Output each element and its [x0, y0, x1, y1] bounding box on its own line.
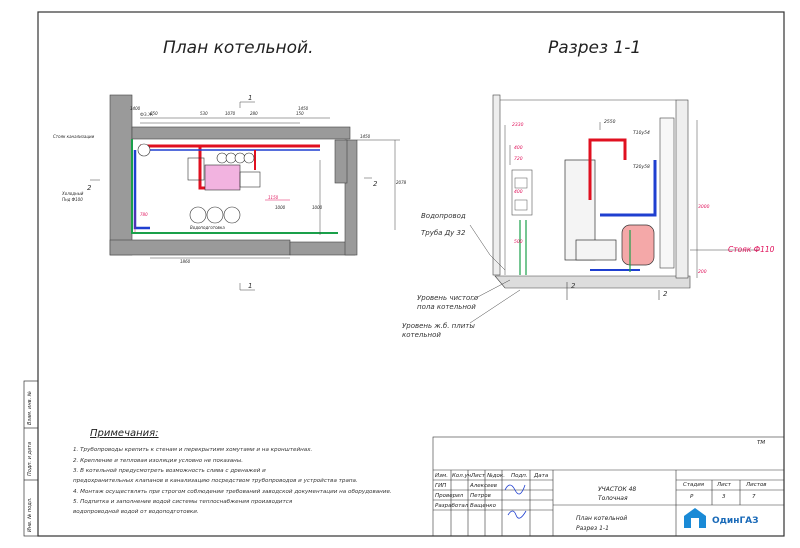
- plan-dim: 150: [296, 111, 304, 116]
- stamp-person: Петров: [470, 493, 491, 499]
- stamp-object-1: УЧАСТОК 48: [598, 486, 637, 493]
- plan-axis-mark-left: 2: [87, 184, 92, 192]
- notes-title: Примечания:: [90, 428, 159, 439]
- stamp-role: Разработал: [435, 503, 469, 509]
- note-item: 1. Трубопроводы крепить к стенам и перек…: [73, 447, 313, 453]
- plan-dim: 650: [150, 111, 158, 116]
- section-dim: 720: [514, 157, 523, 162]
- margin-podp: Подп. и дата: [27, 441, 33, 476]
- section-dim: 3000: [698, 205, 710, 210]
- stamp-role: Проверил: [435, 493, 464, 499]
- note-item: предохранительных клапанов в канализацию…: [73, 478, 358, 484]
- plan-dim: 1450: [360, 134, 371, 139]
- section-dim: 500: [514, 240, 523, 245]
- margin-vzam: Взам. инв. №: [27, 391, 33, 425]
- section-mark-left: 2: [571, 282, 576, 290]
- stamp-person: Ващенко: [470, 503, 496, 509]
- stamp-tm: ТМ: [757, 440, 766, 446]
- plan-dim: 1150: [268, 195, 279, 200]
- section-label-stoyak: Стояк Ф110: [728, 245, 775, 254]
- plan-section-mark-bottom: 1: [248, 282, 253, 290]
- stamp-col-sheet: Лист: [717, 482, 731, 488]
- plan-section-mark-top: 1: [248, 94, 253, 102]
- stamp-object-2: Толочная: [598, 495, 628, 502]
- section-mark-right: 2: [663, 290, 668, 298]
- plan-dim: 1070: [225, 111, 236, 116]
- stamp-col-sheets: Листов: [746, 482, 767, 488]
- stamp-person: Алексеев: [470, 483, 498, 489]
- stamp-header: Подп.: [511, 473, 528, 479]
- plan-dim: 1400: [130, 106, 141, 111]
- section-dim: 2550: [604, 120, 616, 125]
- section-label-uroven-2a: Уровень ж.б. плиты: [402, 322, 475, 330]
- title-block: [432, 436, 785, 537]
- section-label-vodoprovod: Водопровод: [421, 212, 466, 220]
- margin-inv: Инв. № подл.: [27, 497, 33, 533]
- section-label-truba: Труба Ду 32: [421, 229, 466, 237]
- plan-label-vodopodgotovka: Водоподготовка: [190, 225, 225, 230]
- plan-label-pnd: Пнд Ф100: [62, 197, 83, 202]
- section-label-t1: Т10у54: [633, 131, 650, 136]
- stamp-drawing-1: План котельной: [576, 515, 628, 522]
- signature-marks: [504, 484, 527, 519]
- plan-title: План котельной.: [163, 38, 314, 58]
- stamp-header: Дата: [534, 473, 549, 479]
- section-dim: 200: [698, 270, 707, 275]
- plan-dim: 1000: [312, 205, 323, 210]
- section-label-uroven-2b: котельной: [402, 331, 441, 339]
- note-item: 3. В котельной предусмотреть возможность…: [73, 468, 266, 474]
- stamp-header: Кол.уч.: [452, 473, 473, 479]
- plan-label-stoyak: Стояк канализации: [53, 134, 95, 139]
- plan-dim: 280: [250, 111, 258, 116]
- section-title: Разрез 1-1: [548, 38, 642, 58]
- plan-axis-mark-right: 2: [373, 180, 378, 188]
- plan-dim: 1450: [298, 106, 309, 111]
- margin-strip: [23, 380, 39, 537]
- note-item: 5. Подпитка и заполнение водой системы т…: [73, 499, 293, 505]
- plan-drawing: Ф3.Ж: [90, 94, 400, 291]
- stamp-col-stage: Стадия: [683, 482, 705, 488]
- plan-dim: 1860: [180, 259, 191, 264]
- stamp-header: №док.: [487, 473, 505, 479]
- plan-dim: 530: [200, 111, 208, 116]
- stamp-header: Лист: [471, 473, 485, 479]
- stamp-logo-text: ОдинГАЗ: [712, 516, 759, 526]
- stamp-header: Изм.: [435, 473, 448, 479]
- section-dim: 2330: [512, 123, 524, 128]
- stamp-role: ГИП: [435, 483, 447, 489]
- section-label-uroven-1a: Уровень чистого: [417, 294, 479, 302]
- section-dim: 400: [514, 190, 523, 195]
- section-label-t2: Т20у58: [633, 165, 650, 170]
- plan-dim: 2078: [396, 180, 407, 185]
- plan-dim-1: Ф3.Ж: [140, 112, 153, 118]
- section-label-uroven-1b: пола котельной: [417, 303, 476, 311]
- note-item: 2. Крепление и тепловая изоляция условно…: [73, 458, 244, 464]
- plan-dim: 780: [140, 212, 148, 217]
- stamp-sheets: 7: [752, 494, 756, 500]
- plan-dim: 1000: [275, 205, 286, 210]
- section-dim: 400: [514, 146, 523, 151]
- section-drawing: [469, 94, 760, 324]
- stamp-stage: Р: [690, 494, 694, 500]
- logo-house-icon: [684, 508, 706, 528]
- note-item: водопроводной водой от водоподготовки.: [73, 509, 199, 515]
- note-item: 4. Монтаж осуществлять при строгом соблю…: [73, 489, 392, 495]
- stamp-drawing-2: Разрез 1-1: [576, 525, 609, 532]
- stamp-sheet: 3: [722, 494, 726, 500]
- plan-label-holodny: Холодный: [62, 191, 84, 196]
